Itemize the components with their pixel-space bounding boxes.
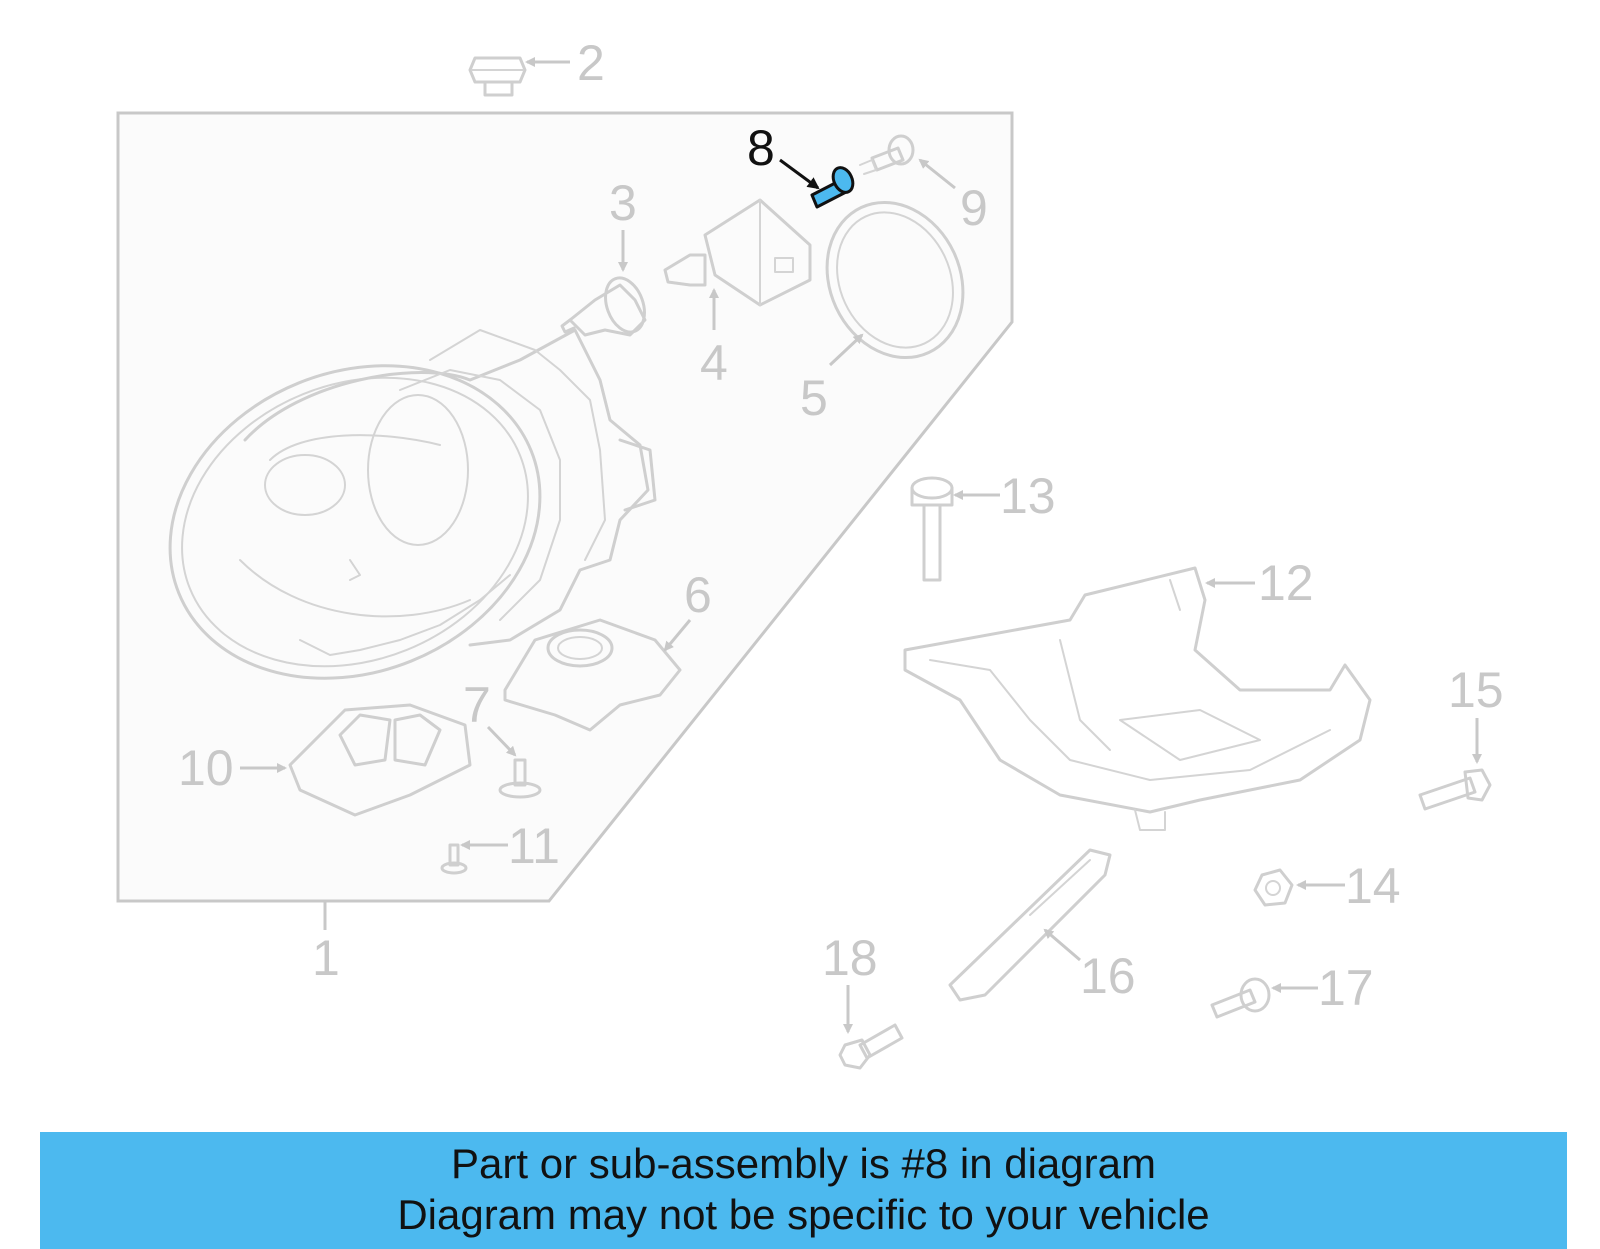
leader-5 [828,333,864,367]
leader-9 [918,158,956,190]
headlamp-housing [168,328,657,680]
callout-18: 18 [822,930,878,986]
info-banner: Part or sub-assembly is #8 in diagram Di… [40,1132,1567,1249]
leader-8 [779,158,820,190]
leader-6 [663,619,692,652]
stud-11 [440,843,468,875]
callout-6: 6 [684,567,712,623]
hex-nut [1253,868,1294,907]
parts-diagram: 1 2 3 4 5 6 7 8 9 10 11 12 13 14 15 16 1… [116,35,1504,1070]
bolt-15 [1418,768,1492,811]
callout-16: 16 [1080,948,1136,1004]
callout-12: 12 [1258,555,1314,611]
stud-7 [498,758,542,799]
callout-9: 9 [960,180,988,236]
screw-17 [1210,977,1271,1019]
callout-5: 5 [800,370,828,426]
banner-line-disclaimer: Diagram may not be specific to your vehi… [397,1191,1210,1238]
callout-10: 10 [178,740,234,796]
callout-1: 1 [312,930,340,986]
callout-14: 14 [1345,858,1401,914]
highlighted-screw [810,166,855,209]
banner-line-part: Part or sub-assembly is #8 in diagram [451,1140,1156,1187]
mounting-bracket [903,566,1372,831]
long-bolt [910,476,954,582]
callout-17: 17 [1318,960,1374,1016]
leader-7 [486,725,517,757]
callout-2: 2 [577,35,605,91]
callout-15: 15 [1448,662,1504,718]
trim-strip [948,848,1112,1002]
bolt-18 [838,1023,904,1070]
assembly-outline [116,111,1014,903]
igniter-module [503,618,682,732]
leader-16 [1043,928,1081,962]
callout-3: 3 [609,175,637,231]
seal-ring [825,200,965,360]
callout-7: 7 [463,677,491,733]
cap-nut [468,56,527,97]
callout-4: 4 [700,335,728,391]
callout-8: 8 [747,120,775,176]
halogen-bulb [560,276,647,337]
callout-13: 13 [1000,468,1056,524]
control-module [288,703,472,817]
screw-9 [859,134,915,175]
socket-module [663,198,812,307]
callout-11: 11 [508,818,560,874]
